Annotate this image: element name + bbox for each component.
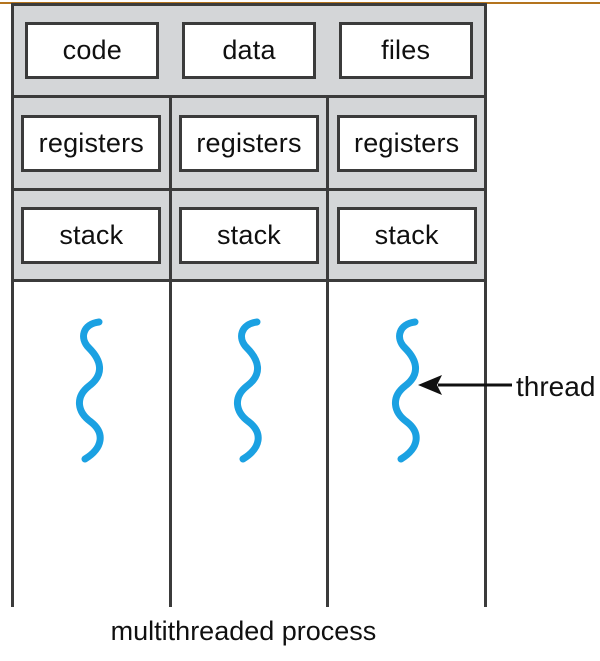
thread-columns <box>14 282 484 607</box>
registers-cell-3: registers <box>326 98 484 188</box>
thread-callout: thread <box>416 371 596 403</box>
registers-row: registers registers registers <box>14 98 484 191</box>
thread-column-2 <box>168 282 327 607</box>
thread-column-3 <box>326 282 484 607</box>
thread-squiggle-icon <box>69 316 113 471</box>
shared-cell-files: files <box>327 6 484 95</box>
thread-callout-label: thread <box>516 371 596 402</box>
stack-box-3: stack <box>336 206 477 264</box>
stack-box-2: stack <box>179 206 319 264</box>
shared-resources-row: code data files <box>14 6 484 98</box>
thread-squiggle-icon <box>385 316 429 471</box>
registers-box-3: registers <box>336 114 477 172</box>
stack-cell-1: stack <box>14 191 169 279</box>
thread-column-1 <box>14 282 169 607</box>
data-box: data <box>182 22 316 79</box>
diagram-caption: multithreaded process <box>110 616 377 646</box>
code-box: code <box>25 22 160 79</box>
thread-squiggle-icon <box>227 316 271 471</box>
registers-box-1: registers <box>21 114 162 172</box>
files-box: files <box>338 22 473 79</box>
stack-cell-3: stack <box>326 191 484 279</box>
process-frame: code data files registers registers regi… <box>11 3 487 607</box>
leftward-arrow-icon <box>416 372 512 403</box>
stack-row: stack stack stack <box>14 191 484 282</box>
shared-cell-code: code <box>14 6 171 95</box>
stack-cell-2: stack <box>168 191 327 279</box>
stack-box-1: stack <box>21 206 162 264</box>
registers-cell-1: registers <box>14 98 169 188</box>
registers-box-2: registers <box>179 114 319 172</box>
registers-cell-2: registers <box>168 98 327 188</box>
shared-cell-data: data <box>171 6 328 95</box>
